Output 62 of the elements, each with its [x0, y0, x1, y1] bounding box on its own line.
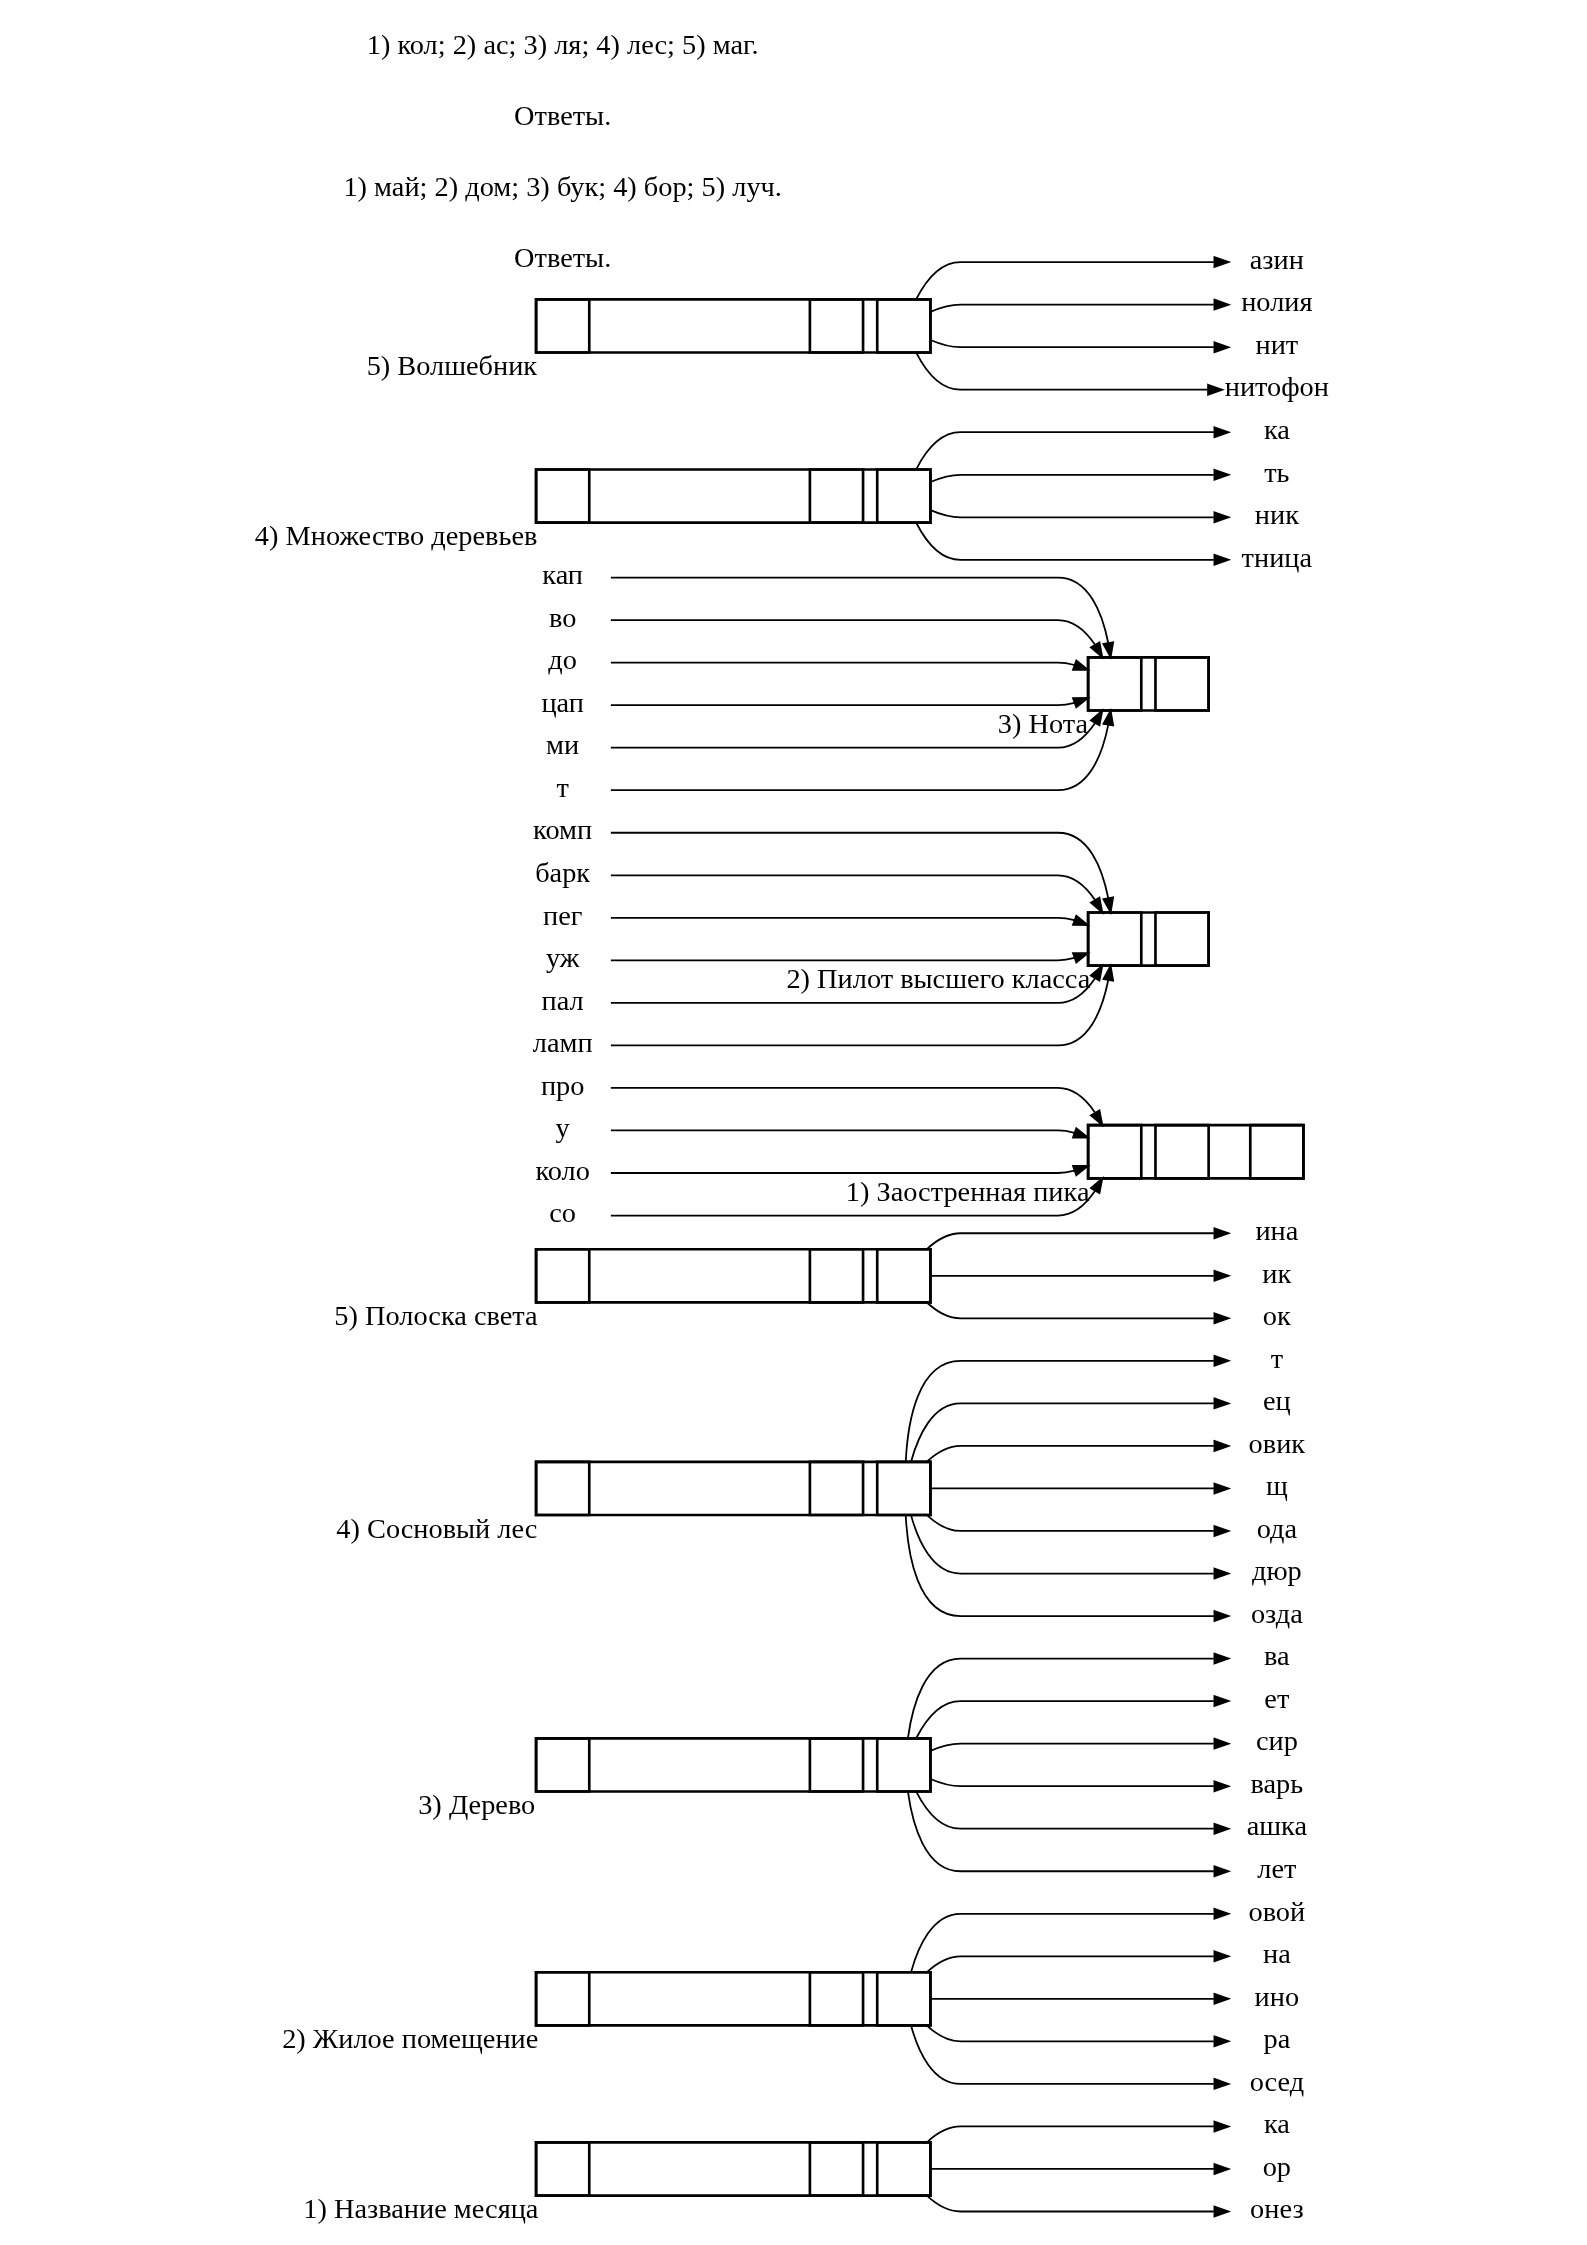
node-text: т: [1270, 1342, 1284, 1374]
label: Ответы.: [514, 242, 612, 274]
node-text: овой: [1248, 1895, 1306, 1927]
node-text: ник: [1254, 499, 1299, 531]
node-text: нит: [1255, 328, 1299, 360]
node-text: онез: [1250, 2193, 1304, 2225]
node-text: кап: [542, 559, 584, 591]
node-text: на: [1262, 1938, 1291, 1970]
node-label: 3) Нота: [997, 708, 1089, 740]
node-text: ец: [1262, 1385, 1291, 1417]
node-text: ик: [1262, 1257, 1292, 1289]
label: Ответы.: [514, 100, 612, 132]
node-text: варь: [1250, 1767, 1304, 1799]
node-text: цап: [541, 686, 584, 718]
node-text: ва: [1264, 1640, 1290, 1672]
node-text: комп: [533, 814, 593, 846]
node-label: 1) Заостренная пика: [845, 1176, 1090, 1208]
node-label: 2) Пилот высшего класса: [786, 963, 1091, 995]
node-text: про: [540, 1069, 585, 1101]
node-text: уж: [545, 942, 580, 974]
node-label: 2) Жилое помещение: [282, 2023, 539, 2055]
node-text: ино: [1254, 1980, 1300, 2012]
node-text: ть: [1264, 456, 1290, 488]
node-text: ка: [1263, 2108, 1290, 2140]
node-text: пал: [541, 984, 584, 1016]
node-text: лет: [1257, 1852, 1297, 1884]
node-text: барк: [535, 857, 591, 889]
node-text: коло: [535, 1154, 590, 1186]
node-text: нолия: [1241, 286, 1313, 318]
node-text: нитофон: [1224, 371, 1329, 403]
node-text: ка: [1263, 413, 1290, 445]
node-text: т: [556, 771, 569, 803]
node-label: 1) Название месяца: [303, 2193, 539, 2225]
label: 1) кол; 2) ас; 3) ля; 4) лес; 5) маг.: [366, 29, 759, 61]
node-text: ок: [1262, 1300, 1291, 1332]
node-text: осед: [1249, 2065, 1305, 2097]
node-label: 4) Сосновый лес: [336, 1512, 538, 1544]
node-text: у: [555, 1112, 570, 1144]
node-text: сир: [1255, 1725, 1298, 1757]
node-text: азин: [1249, 243, 1304, 275]
node-label: 3) Дерево: [418, 1789, 536, 1821]
node-text: ода: [1256, 1512, 1298, 1544]
node-text: ет: [1264, 1682, 1290, 1714]
node-text: со: [549, 1197, 577, 1229]
label: 1) май; 2) дом; 3) бук; 4) бор; 5) луч.: [343, 171, 782, 203]
node-text: пег: [542, 899, 583, 931]
node-text: ина: [1255, 1214, 1299, 1246]
node-text: ламп: [532, 1027, 593, 1059]
node-text: ашка: [1246, 1810, 1308, 1842]
node-text: ми: [546, 729, 580, 761]
node-label: 4) Множество деревьев: [254, 520, 538, 552]
node-text: до: [548, 644, 577, 676]
node-text: тница: [1241, 541, 1313, 573]
node-text: дюр: [1251, 1555, 1302, 1587]
node-label: 5) Волшебник: [366, 350, 538, 382]
node-text: во: [548, 601, 577, 633]
node-text: ор: [1262, 2150, 1292, 2182]
node-text: овик: [1248, 1427, 1306, 1459]
node-label: 5) Полоска света: [334, 1300, 538, 1332]
node-text: озда: [1250, 1597, 1303, 1629]
node-text: ра: [1263, 2023, 1291, 2055]
node-text: щ: [1265, 1470, 1288, 1502]
